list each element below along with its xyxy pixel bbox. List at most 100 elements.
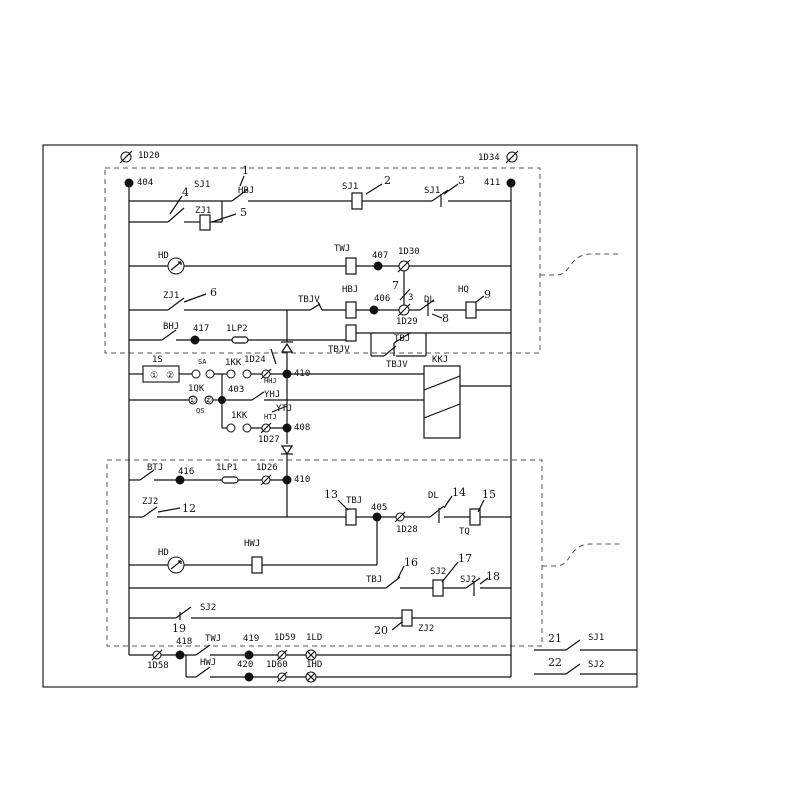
callout-9: 9 [484, 288, 491, 301]
label-1d34: 1D34 [478, 153, 500, 163]
label-1hd: 1HD [306, 660, 322, 670]
fuse-1d27 [260, 422, 272, 434]
sj1-coil[interactable] [351, 192, 363, 210]
dl-contact-b[interactable] [429, 505, 445, 518]
kkj-relay[interactable] [423, 365, 461, 439]
label-407: 407 [372, 251, 388, 261]
sj2-coil[interactable] [432, 579, 444, 597]
bhj-contact[interactable] [161, 329, 177, 341]
label-tbj-a: TBJ [394, 334, 410, 344]
sj1-external-contact[interactable] [565, 639, 581, 651]
sj2-external-contact[interactable] [565, 663, 581, 675]
tbj-coil[interactable] [345, 508, 357, 526]
label-qk-c2: ② [204, 396, 212, 406]
zj1-contact[interactable] [167, 297, 185, 311]
fuse-1d60 [276, 671, 288, 683]
yhj-contact[interactable] [251, 391, 265, 401]
terminal-420 [244, 672, 254, 682]
callout-20: 20 [374, 624, 388, 637]
fuse-1d29 [397, 303, 411, 317]
label-zj2-b: ZJ2 [418, 624, 434, 634]
1kk-contact-7 [226, 423, 236, 433]
label-twj-b: TWJ [205, 634, 221, 644]
label-1qk: 1QK [188, 384, 205, 394]
label-1d60: 1D60 [266, 660, 288, 670]
label-416: 416 [178, 467, 194, 477]
sj1-contact[interactable] [167, 207, 185, 223]
label-1ld: 1LD [306, 633, 322, 643]
tbj-contact-a[interactable] [393, 332, 411, 344]
outer-frame [42, 144, 638, 688]
tbjv-break-contact[interactable] [309, 303, 321, 311]
label-htj: HTJ [264, 413, 277, 421]
terminal-405 [372, 512, 382, 522]
sj2-contact[interactable] [175, 606, 192, 619]
hbj-contact[interactable] [231, 188, 249, 202]
label-1s-c2: ② [166, 371, 174, 381]
label-sj1-c: SJ1 [424, 186, 440, 196]
callout-8: 8 [442, 312, 449, 325]
hbj-coil[interactable] [345, 301, 357, 319]
terminal-411 [506, 178, 516, 188]
callout-3: 3 [458, 174, 465, 187]
twj-coil[interactable] [345, 257, 357, 275]
1hd-lamp [305, 671, 317, 683]
sj1-break-contact[interactable] [431, 189, 449, 202]
fuse-1d34 [505, 150, 519, 164]
callout-13: 13 [324, 488, 338, 501]
callout-2: 2 [384, 174, 391, 187]
sj2-break-contact[interactable] [465, 577, 481, 589]
label-sj2-c: SJ2 [200, 603, 216, 613]
hwj-coil[interactable] [251, 556, 263, 574]
label-tbj-c: TBJ [366, 575, 382, 585]
tbj-contact-b[interactable] [385, 576, 401, 589]
qk-contact-1 [188, 395, 198, 405]
label-hhj: HHJ [264, 377, 277, 385]
label-tbjv-c: TBJV [386, 360, 408, 370]
label-qk-c1: ① [188, 396, 196, 406]
callout-1: 1 [242, 164, 249, 177]
label-1d24: 1D24 [244, 355, 266, 365]
terminal-417 [190, 335, 200, 345]
1kk-contact-8 [242, 423, 252, 433]
label-sa: SA [198, 358, 207, 366]
sa-contact-3 [191, 369, 201, 379]
upper-leader-curve [540, 253, 620, 276]
label-1d30: 1D30 [398, 247, 420, 257]
label-1kk-b: 1KK [231, 411, 248, 421]
label-1s: 1S [152, 355, 163, 365]
callout-17: 17 [458, 552, 472, 565]
twj-contact[interactable] [195, 644, 211, 656]
terminal-408 [282, 423, 292, 433]
callout-12: 12 [182, 502, 196, 515]
hq-coil[interactable] [465, 301, 477, 319]
terminal-410-a [282, 369, 292, 379]
label-1d59: 1D59 [274, 633, 296, 643]
zj1-coil[interactable] [199, 214, 211, 231]
dl-contact-a[interactable] [419, 299, 435, 311]
fuse-1d30 [397, 259, 411, 273]
1lp1-plate[interactable] [221, 476, 239, 484]
fuse-1d28 [394, 511, 406, 523]
label-sj2-d: SJ2 [588, 660, 604, 670]
label-hbj-b: HBJ [342, 285, 358, 295]
1lp2-plate[interactable] [231, 336, 249, 344]
btj-contact[interactable] [139, 469, 155, 481]
label-1d28: 1D28 [396, 525, 418, 535]
label-411: 411 [484, 178, 500, 188]
label-sj1-a: SJ1 [194, 180, 210, 190]
label-tbj-b: TBJ [346, 496, 362, 506]
label-1d58: 1D58 [147, 661, 169, 671]
hwj-contact[interactable] [195, 666, 211, 678]
diode-lower [280, 445, 294, 456]
callout-7: 7 [392, 279, 399, 292]
label-419: 419 [243, 634, 259, 644]
label-418: 418 [176, 637, 192, 647]
terminal-410-b [282, 475, 292, 485]
callout-15: 15 [482, 488, 496, 501]
zj2-contact[interactable] [142, 506, 158, 518]
label-1kk-a: 1KK [225, 358, 242, 368]
ytj-contact[interactable] [271, 405, 288, 413]
tbjv-coil[interactable] [345, 324, 357, 342]
zj2-coil[interactable] [401, 609, 413, 627]
